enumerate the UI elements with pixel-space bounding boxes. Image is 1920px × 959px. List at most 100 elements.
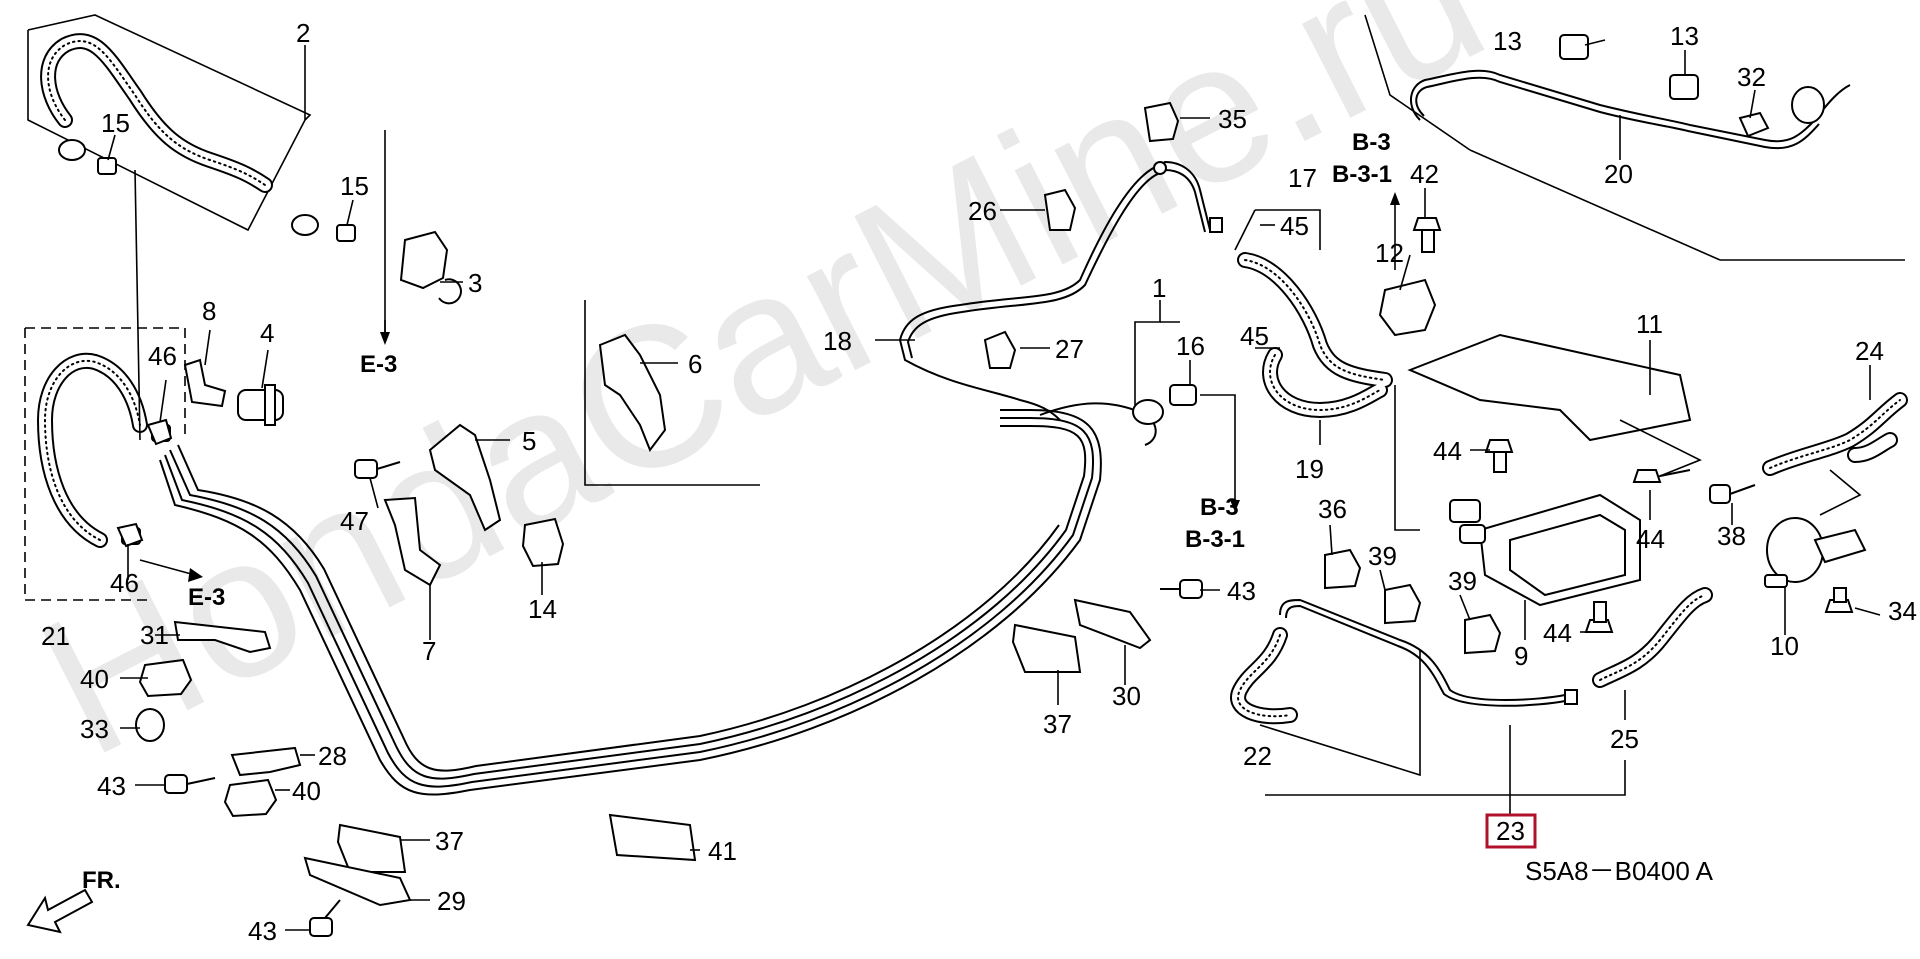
part-42-bolt: [1412, 217, 1442, 253]
part-9-canister: [1449, 493, 1641, 607]
callout-23: 23: [1496, 816, 1525, 846]
part-5-bracket: [428, 423, 502, 532]
hose-19: [1237, 252, 1393, 445]
front-direction-arrow: [26, 888, 94, 934]
callout-39b: 39: [1448, 566, 1477, 596]
callout-27: 27: [1055, 334, 1084, 364]
part-43-bolt-b: [309, 899, 341, 937]
callout-4: 4: [260, 318, 274, 348]
part-34-bolt: [1824, 587, 1854, 613]
callout-labels: 2 15 15 3 8 4 46 46 21 31 40 33 28 43 40…: [41, 18, 1917, 946]
part-44-bolt-b: [1632, 469, 1691, 483]
part-41-clamp: [608, 813, 697, 862]
hose-22: [1230, 627, 1298, 725]
reference-labels: E-3 E-3 B-3 B-3-1 B-3 B-3-1: [139, 129, 1392, 611]
callout-26: 26: [968, 196, 997, 226]
callout-44c: 44: [1543, 618, 1572, 648]
part-44-bolt-c: [1584, 601, 1614, 633]
callout-18: 18: [823, 326, 852, 356]
callout-19: 19: [1295, 454, 1324, 484]
callout-11: 11: [1636, 309, 1663, 339]
callout-14: 14: [528, 594, 557, 624]
ref-b31-top: B-3-1: [1332, 161, 1392, 188]
callout-37a: 37: [435, 826, 464, 856]
ref-b3-top: B-3: [1352, 129, 1391, 156]
part-26-clip: [1043, 188, 1077, 231]
callout-12: 12: [1375, 238, 1404, 268]
callout-47: 47: [340, 506, 369, 536]
callout-40b: 40: [292, 776, 321, 806]
part-39-clip-b: [1464, 613, 1502, 655]
part-7-bracket: [383, 496, 442, 587]
hose-24: [1762, 392, 1908, 476]
callout-16: 16: [1176, 331, 1205, 361]
callout-6: 6: [688, 349, 702, 379]
part-29-bracket: [303, 856, 412, 907]
callout-36: 36: [1318, 494, 1347, 524]
callout-37b: 37: [1043, 709, 1072, 739]
part-35-clip: [1143, 101, 1180, 143]
callout-46a: 46: [148, 341, 177, 371]
callout-44a: 44: [1433, 436, 1462, 466]
hose-2-group: [27, 14, 356, 242]
callout-28: 28: [318, 741, 347, 771]
callout-1: 1: [1152, 273, 1166, 303]
callout-29: 29: [437, 886, 466, 916]
callout-2: 2: [296, 18, 310, 48]
diagram-code: S5A8－B0400 A: [1525, 856, 1714, 886]
pipe-23: [1279, 598, 1578, 707]
ref-b31-mid: B-3-1: [1185, 526, 1245, 553]
part-37-clamp-a: [336, 823, 407, 873]
callout-13b: 13: [1670, 21, 1699, 51]
hose-20-group: [1364, 14, 1905, 261]
ref-b3-mid: B-3: [1200, 494, 1239, 521]
hose-25: [1592, 587, 1713, 688]
callout-45a: 45: [1280, 211, 1309, 241]
part-16-joint: [1169, 384, 1197, 406]
front-label: FR.: [82, 867, 121, 894]
callout-42: 42: [1410, 159, 1439, 189]
callout-25: 25: [1610, 724, 1639, 754]
callout-46b: 46: [110, 568, 139, 598]
part-40-rubber-a: [138, 658, 193, 698]
callout-15a: 15: [101, 108, 130, 138]
callout-39a: 39: [1368, 541, 1397, 571]
callout-22: 22: [1243, 741, 1272, 771]
fuel-pipe-assembly: [159, 160, 1223, 796]
ref-e3-left: E-3: [188, 584, 225, 611]
callout-44b: 44: [1636, 524, 1665, 554]
callout-35: 35: [1218, 104, 1247, 134]
part-36-clip: [1324, 548, 1362, 590]
part-11-bracket: [1407, 333, 1692, 442]
callout-20: 20: [1604, 159, 1633, 189]
callout-13a: 13: [1493, 26, 1522, 56]
callout-34: 34: [1888, 596, 1917, 626]
part-4-clamp: [237, 389, 284, 421]
ref-e3-top: E-3: [360, 351, 397, 378]
part-6-bracket: [598, 333, 667, 453]
callout-33: 33: [80, 714, 109, 744]
callout-17: 17: [1288, 163, 1317, 193]
callout-38: 38: [1717, 521, 1746, 551]
callout-31: 31: [140, 620, 169, 650]
part-3-clamp: [399, 230, 449, 290]
callout-32: 32: [1737, 62, 1766, 92]
part-31-bracket: [173, 620, 272, 654]
part-28-bracket: [230, 746, 302, 777]
part-37-clamp-b: [1011, 623, 1082, 673]
part-43-bolt-a: [164, 774, 216, 794]
callout-43a: 43: [97, 771, 126, 801]
callout-15b: 15: [340, 171, 369, 201]
callout-40a: 40: [80, 664, 109, 694]
callout-24: 24: [1855, 336, 1884, 366]
callout-10: 10: [1770, 631, 1799, 661]
leader-lines: [107, 39, 1881, 931]
part-33-grommet: [135, 708, 165, 742]
callout-5: 5: [522, 426, 536, 456]
callout-43b: 43: [248, 916, 277, 946]
part-8-clip: [183, 358, 227, 408]
callout-7: 7: [422, 636, 436, 666]
callout-9: 9: [1514, 641, 1528, 671]
